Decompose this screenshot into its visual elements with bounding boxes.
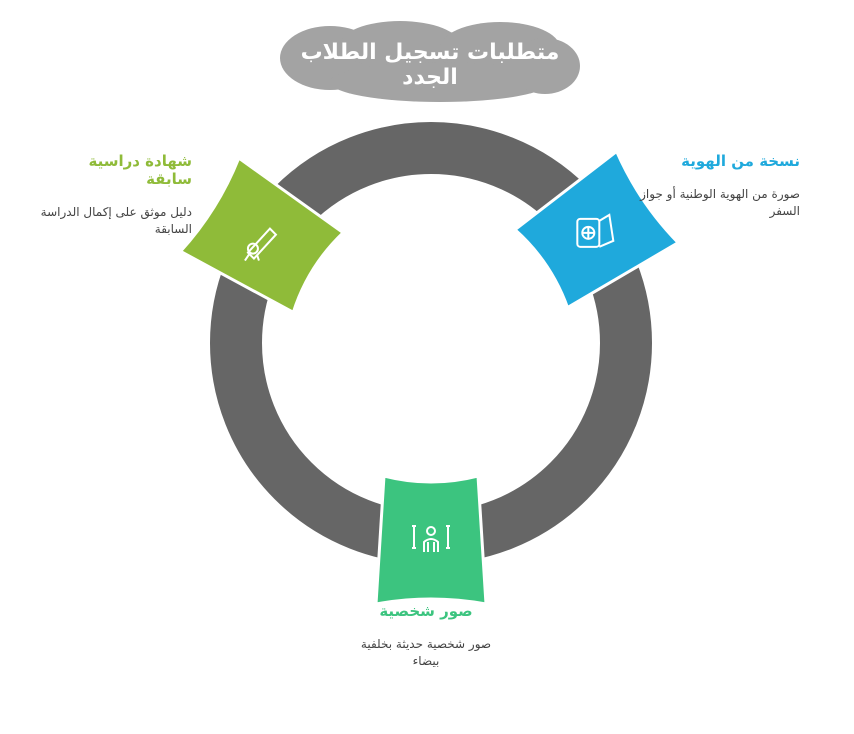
item-id: نسخة من الهوية صورة من الهوية الوطنية أو… bbox=[640, 152, 800, 220]
item-photo: صور شخصية صور شخصية حديثة بخلفية بيضاء bbox=[355, 602, 497, 670]
item-desc: صور شخصية حديثة بخلفية بيضاء bbox=[360, 637, 492, 668]
segment-certificate bbox=[178, 155, 346, 315]
segment-id bbox=[512, 149, 681, 310]
diploma-icon bbox=[244, 227, 278, 262]
item-desc: صورة من الهوية الوطنية أو جواز السفر bbox=[640, 187, 800, 218]
item-title: صور شخصية bbox=[379, 602, 473, 620]
item-desc: دليل موثق على إكمال الدراسة السابقة bbox=[40, 205, 192, 236]
item-title: شهادة دراسية سابقة bbox=[88, 152, 192, 188]
segment-photo bbox=[374, 474, 488, 606]
item-title: نسخة من الهوية bbox=[681, 152, 800, 170]
portrait-photo-icon bbox=[412, 525, 450, 552]
diagram-title: متطلبات تسجيل الطلاب الجدد bbox=[300, 40, 560, 90]
title-cloud bbox=[280, 21, 580, 102]
passport-icon bbox=[576, 213, 615, 248]
item-certificate: شهادة دراسية سابقة دليل موثق على إكمال ا… bbox=[40, 152, 192, 238]
